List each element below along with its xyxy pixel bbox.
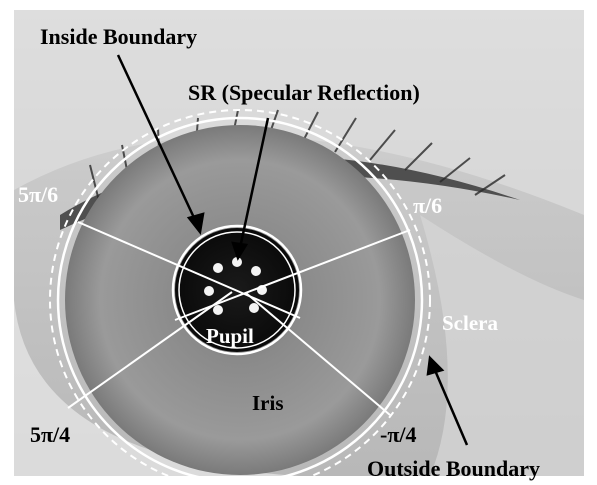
iris-label: Iris [252, 391, 284, 415]
angle-5pi-6-label: 5π/6 [18, 182, 58, 207]
sr-dot [249, 303, 259, 313]
sr-dot [213, 305, 223, 315]
outside-boundary-label: Outside Boundary [367, 456, 540, 481]
pupil-label: Pupil [206, 324, 254, 348]
sr-dot [251, 266, 261, 276]
angle-neg-pi-4-label: -π/4 [380, 422, 417, 447]
sr-dot [204, 286, 214, 296]
inside-boundary-label: Inside Boundary [40, 24, 197, 49]
sr-dot [213, 263, 223, 273]
sr-label: SR (Specular Reflection) [188, 80, 420, 105]
angle-5pi-4-label: 5π/4 [30, 422, 70, 447]
sclera-label: Sclera [442, 311, 498, 335]
angle-pi-6-label: π/6 [413, 193, 442, 218]
